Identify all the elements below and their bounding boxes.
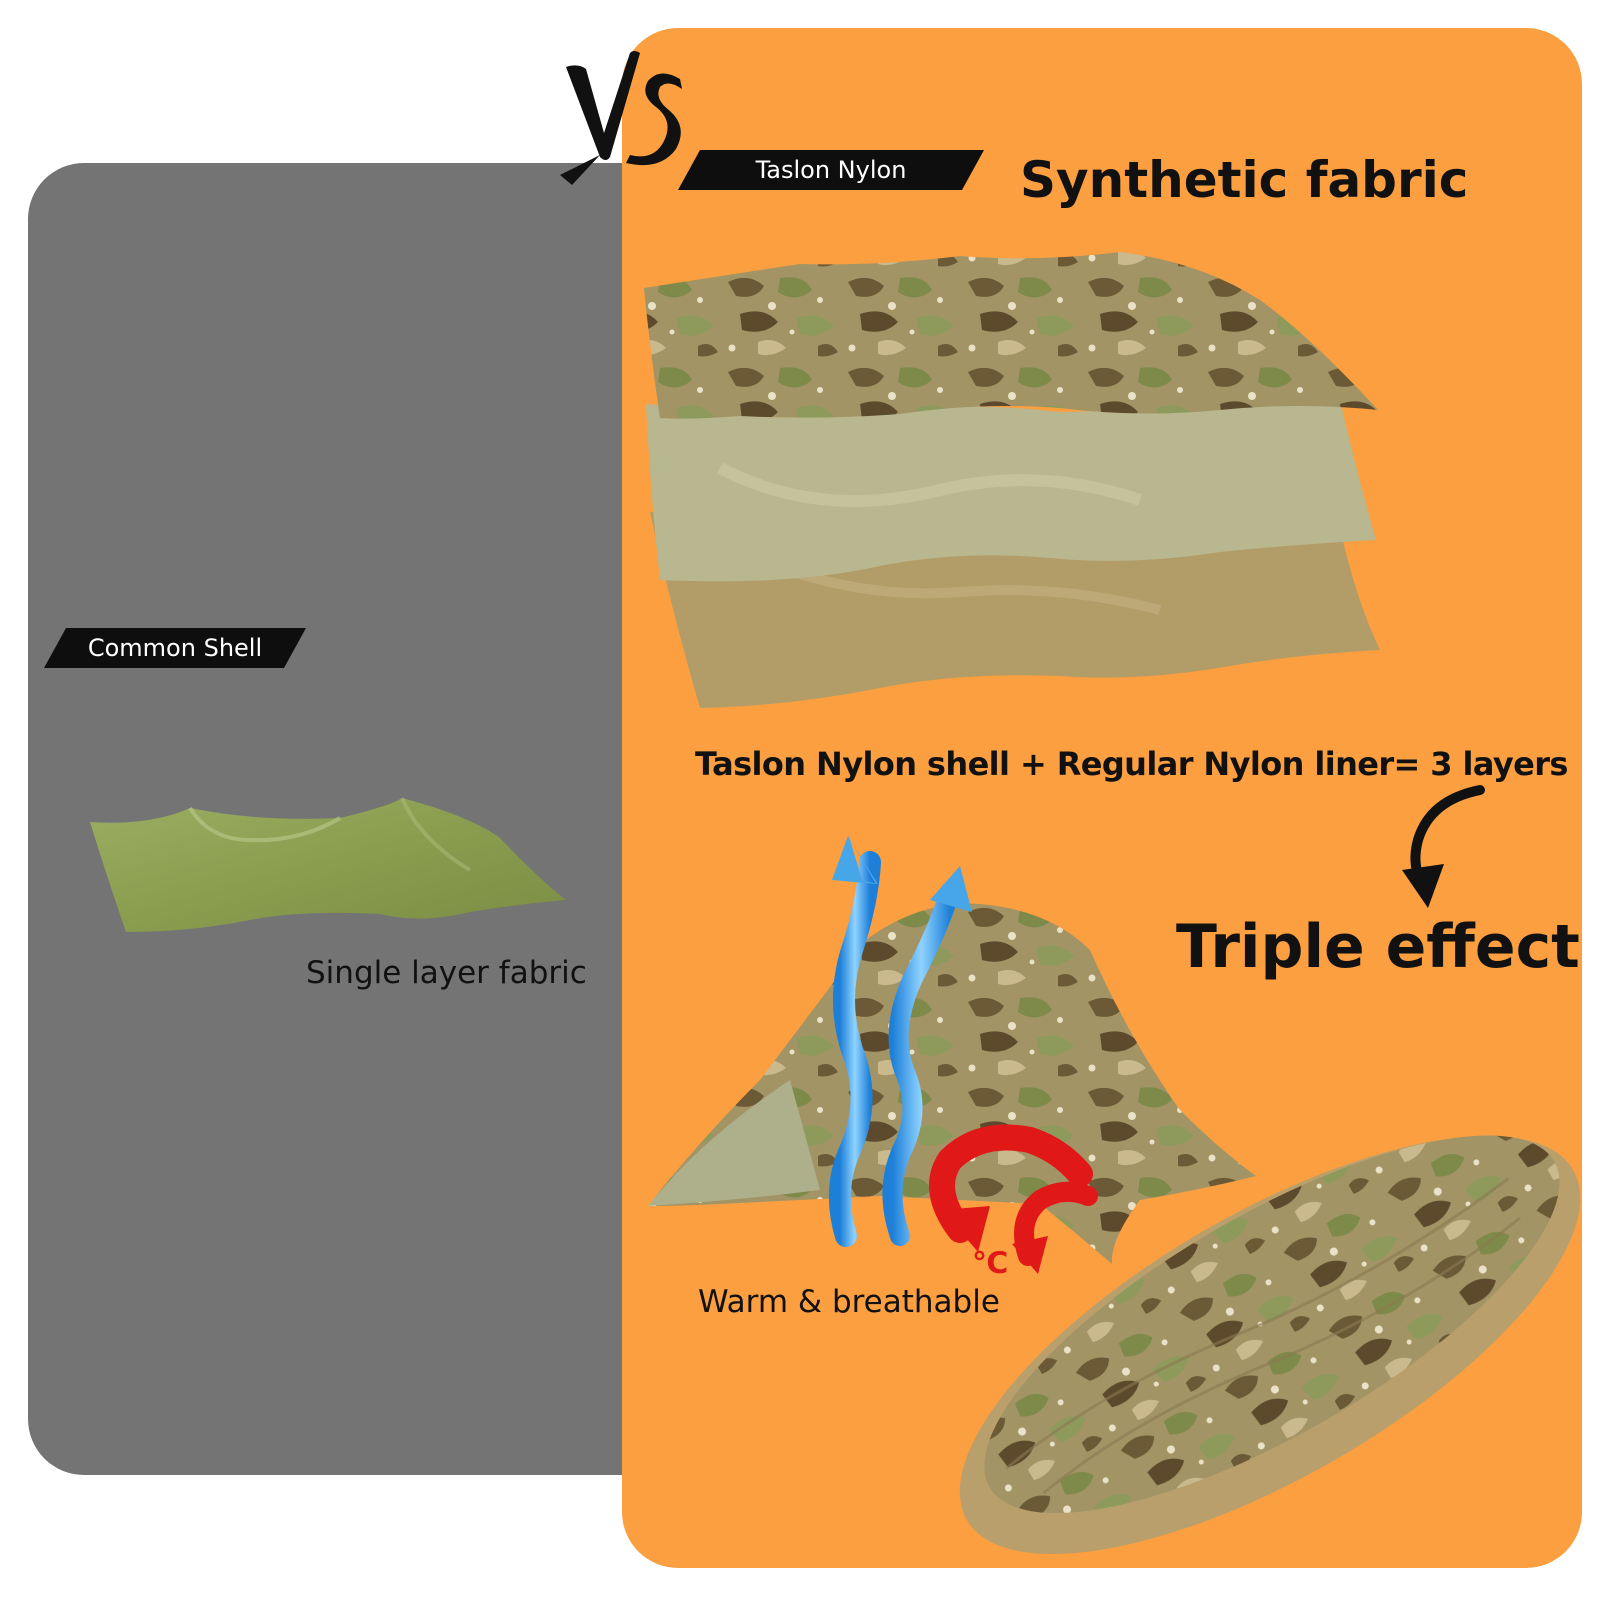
top-camo-layer-fabric [644, 252, 1378, 419]
curved-arrow-icon [1402, 785, 1485, 908]
middle-layer-fabric [646, 399, 1376, 582]
common-shell-tag: Common Shell [44, 628, 306, 668]
triple-effect-heading: Triple effect [1176, 912, 1580, 982]
synthetic-fabric-heading: Synthetic fabric [1020, 151, 1469, 209]
single-layer-caption: Single layer fabric [306, 955, 587, 991]
three-layers-caption: Taslon Nylon shell + Regular Nylon liner… [695, 745, 1568, 783]
vs-logo [560, 45, 700, 199]
taslon-nylon-tag: Taslon Nylon [678, 150, 984, 190]
heat-arrows [929, 1124, 1098, 1274]
air-flow-arrows [828, 836, 972, 1247]
common-shell-tag-label: Common Shell [87, 634, 263, 662]
temperature-symbol: ℃ [972, 1246, 1009, 1281]
sleeping-bag-image [959, 1135, 1581, 1555]
single-layer-fabric [90, 797, 566, 932]
camo-tent-fabric [648, 903, 1256, 1264]
warm-breathable-caption: Warm & breathable [698, 1284, 1000, 1320]
taslon-nylon-tag-label: Taslon Nylon [755, 156, 907, 184]
